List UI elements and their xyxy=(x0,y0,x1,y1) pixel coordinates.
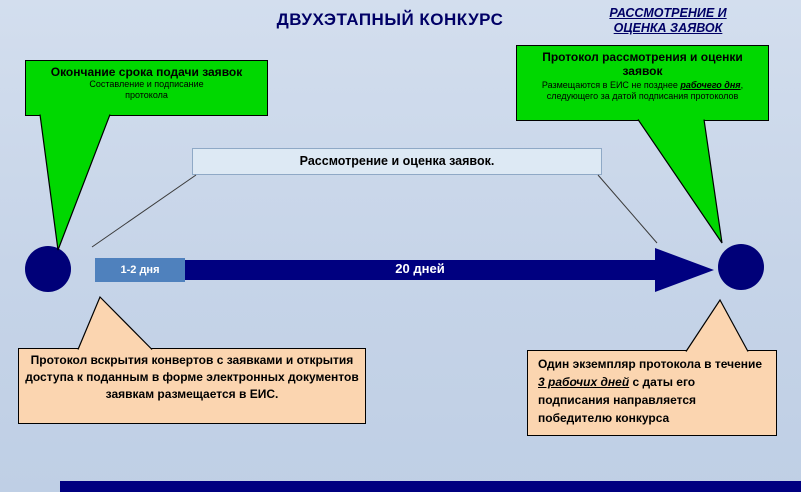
callout-end-of-submission-sub1: Составление и подписание xyxy=(89,79,204,89)
callout-end-of-submission-heading: Окончание срока подачи заявок xyxy=(50,65,243,79)
connector-line-right xyxy=(597,174,658,244)
callout-review-protocol-sub-post: , xyxy=(740,80,744,90)
callout-protocol-copy-em: 3 рабочих дней xyxy=(538,375,630,389)
timeline-arrowhead xyxy=(655,248,714,292)
callout-protocol-copy-post: с даты его подписания направляется побед… xyxy=(538,375,697,425)
header-right-label: РАССМОТРЕНИЕ И ОЦЕНКА ЗАЯВОК xyxy=(588,6,748,36)
callout-review-protocol-sub-em: рабочего дня xyxy=(680,80,741,90)
timeline-segment-1-2-days: 1-2 дня xyxy=(95,258,185,282)
page-title: ДВУХЭТАПНЫЙ КОНКУРС xyxy=(276,10,504,29)
callout-end-of-submission: Окончание срока подачи заявок Составлени… xyxy=(25,60,268,116)
callout-end-of-submission-sub2: протокола xyxy=(125,90,168,100)
timeline-arrow-body xyxy=(185,260,655,280)
connector-line-left xyxy=(91,174,197,248)
callout-review-protocol-heading: Протокол рассмотрения и оценки заявок xyxy=(542,50,743,78)
callout-review-protocol-sub-pre: Размещаются в ЕИС не позднее xyxy=(541,80,681,90)
milestone-right-circle xyxy=(718,244,764,290)
callout-opening-protocol: Протокол вскрытия конвертов с заявками и… xyxy=(18,348,366,424)
header-right-line1: РАССМОТРЕНИЕ И xyxy=(609,6,727,20)
pointer-top-left xyxy=(39,114,111,251)
milestone-left-circle xyxy=(25,246,71,292)
process-stage-box: Рассмотрение и оценка заявок. xyxy=(192,148,602,175)
header-right-line2: ОЦЕНКА ЗАЯВОК xyxy=(613,21,723,35)
callout-review-protocol-sub-line2: следующего за датой подписания протоколо… xyxy=(546,91,739,101)
callout-protocol-copy: Один экземпляр протокола в течение 3 раб… xyxy=(527,350,777,436)
pointer-top-right xyxy=(637,119,723,244)
bottom-divider-bar xyxy=(60,481,801,492)
callout-review-protocol: Протокол рассмотрения и оценки заявок Ра… xyxy=(516,45,769,121)
callout-review-protocol-sub: Размещаются в ЕИС не позднее рабочего дн… xyxy=(517,80,768,102)
pointer-bottom-left xyxy=(77,295,153,350)
timeline-arrow-label: 20 дней xyxy=(395,261,445,276)
pointer-bottom-right xyxy=(685,298,749,352)
callout-protocol-copy-pre: Один экземпляр протокола в течение xyxy=(538,357,763,371)
